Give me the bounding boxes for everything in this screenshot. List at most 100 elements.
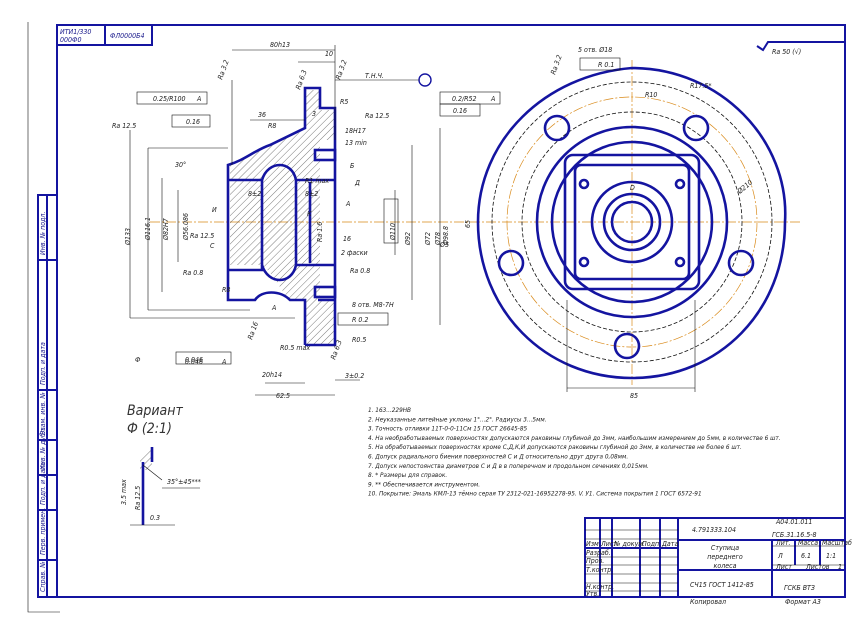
dimension-label: Ra 3.2 (334, 59, 348, 81)
dimension-label: Ra 3.2 (216, 59, 230, 81)
note-line: 6. Допуск радиального биения поверхносте… (368, 453, 628, 461)
dimension-label: Ra 1.6 (316, 222, 324, 242)
dimension-label: Ø133 (124, 228, 132, 246)
side-strip-label: Справ. № (39, 561, 47, 592)
dimension-label: 2 фаски (341, 249, 368, 257)
dimension-label: Ø110 (389, 223, 397, 241)
corner-stamp-text: ФЛ0000Б4 (110, 32, 145, 40)
side-strip-label: Инв. № подл. (39, 212, 47, 255)
dimension-label: Ø98.8 (442, 226, 450, 246)
dimension-label: R5 (340, 98, 348, 106)
detail-title: Вариант (127, 403, 183, 419)
dimension-label: Ø72 (424, 232, 432, 246)
detail-label: Ra 12.5 (134, 486, 142, 510)
dimension-label: Ra 12.5 (190, 232, 214, 240)
dimension-label: C (210, 242, 215, 250)
detail-label: 3.5 max (120, 479, 128, 505)
dimension-label: Б (350, 162, 354, 170)
dimension-label: A (271, 304, 276, 312)
title-block-header: Изм. (586, 540, 601, 548)
format-label: Формат A3 (785, 598, 821, 606)
dimension-label: R10 (645, 91, 657, 99)
dimension-label: 3 (312, 110, 316, 118)
dimension-label: 13 min (345, 139, 367, 147)
corner-stamp-text: 000Ф0 (60, 36, 81, 44)
dimension-label: 0.16 (186, 118, 200, 126)
sheets-label: Листов (805, 563, 830, 571)
dimension-label: R8 (222, 286, 230, 294)
dimension-label: R 0.2 (352, 316, 368, 324)
detail-label: 0.3 (150, 514, 160, 522)
dimension-label: 16 (343, 235, 351, 243)
dimension-label: 8±2 (248, 190, 261, 198)
dimension-label: 0.046 (185, 356, 203, 364)
dimension-label: A (490, 95, 495, 103)
part-number: 4.791333.104 (692, 526, 736, 534)
title-block-header: № докум. (613, 540, 645, 548)
note-line: 10. Покрытие: Эмаль КМЛ-13 тёмно серая Т… (368, 490, 702, 498)
dimension-label: Ra 3.2 (549, 54, 563, 76)
dimension-label: 0.25/R100 (153, 95, 186, 103)
side-strip-label: Взам. инв. № (39, 392, 47, 435)
dimension-label: Ø78 (434, 232, 442, 246)
dimension-label: 65 (464, 220, 472, 228)
dimension-label: 3±0.2 (345, 372, 364, 380)
copied-label: Копировал (690, 598, 726, 606)
detail-label: 35°±45*** (167, 478, 201, 486)
dimension-label: 18H17 (345, 127, 366, 135)
sheet-label: Лист (775, 563, 792, 571)
detail-view: Вариант Ф (2:1) 35°±45*** 0.3 3.5 max Ra… (120, 403, 201, 526)
note-line: 8. * Размеры для справок. (368, 471, 447, 479)
scale-value: 1:1 (826, 552, 836, 560)
side-strip-label: Подп. и дата (39, 462, 47, 505)
note-line: 7. Допуск непостоянства диаметров С и Д … (368, 462, 649, 470)
dimension-label: 62.5 (276, 392, 290, 400)
note-line: 5. На обработываемых поверхностях кроме … (368, 443, 742, 451)
sheets-value: 1 (838, 563, 842, 571)
note-line: 3. Точность отливки 11Т-0-0-11См 15 ГОСТ… (368, 425, 528, 433)
dimension-label: R 0.1 (598, 61, 614, 69)
sheet-frame: ИТИ1/330 000Ф0 ФЛ0000Б4 Инв. № подл. Подп… (27, 22, 846, 613)
part-name-line: Ступица (711, 544, 739, 552)
dimension-label: R17.5* (690, 82, 712, 90)
dimension-label: R0.5 max (280, 344, 310, 352)
title-block-header: Лист (600, 540, 617, 548)
dimension-label: R0.5 (352, 336, 366, 344)
dimension-label: 80h13 (270, 41, 290, 49)
dimension-label: Т.Н.Ч. (365, 72, 384, 80)
dimension-label: Ø5 (439, 241, 449, 249)
note-line: 2. Неуказанные литейные уклоны 1°...2°. … (368, 415, 547, 423)
dimension-label: R1 max (305, 177, 329, 185)
dimension-label: 0.16 (453, 107, 467, 115)
lit-label: Лит. (775, 539, 791, 547)
title-block-row-label: Утв. (586, 590, 599, 598)
title-block-row-label: Разраб. (586, 549, 611, 557)
side-strip-label: Подп. и дата (39, 342, 47, 385)
dimension-label: R8 (268, 122, 276, 130)
side-strip-label: Перв. примен. (39, 508, 47, 555)
title-block-row-label: Н.контр. (586, 583, 614, 591)
doc-code-2: ГСБ.31.16.5-8 (772, 531, 817, 539)
note-line: 1. 163...229НВ (368, 406, 411, 414)
dimension-label: Ra 0.8 (350, 267, 370, 275)
company: ГСКБ ВТЗ (784, 584, 815, 592)
dimension-label: К (307, 210, 312, 218)
dimension-label: A (221, 358, 226, 366)
dimension-label: Ø82Н7 (162, 218, 170, 241)
dimension-label: Д (354, 179, 360, 187)
dimension-label: Ø116.1 (144, 217, 152, 241)
dimension-label: 8 отв. M8-7H (352, 301, 394, 309)
dimension-label: 85 (630, 392, 638, 400)
note-line: 9. ** Обеспечивается инструментом. (368, 480, 480, 488)
corner-stamp-text: ИТИ1/330 (60, 28, 91, 36)
title-block-row-label: Т.контр. (586, 566, 613, 574)
dimension-label: Ra 12.5 (365, 112, 389, 120)
dimension-label: A (345, 200, 350, 208)
dimension-label: 0.2/R52 (452, 95, 477, 103)
title-block-row-label: Пров. (586, 557, 604, 565)
side-strip-label: Инв. № дубл. (39, 427, 47, 470)
